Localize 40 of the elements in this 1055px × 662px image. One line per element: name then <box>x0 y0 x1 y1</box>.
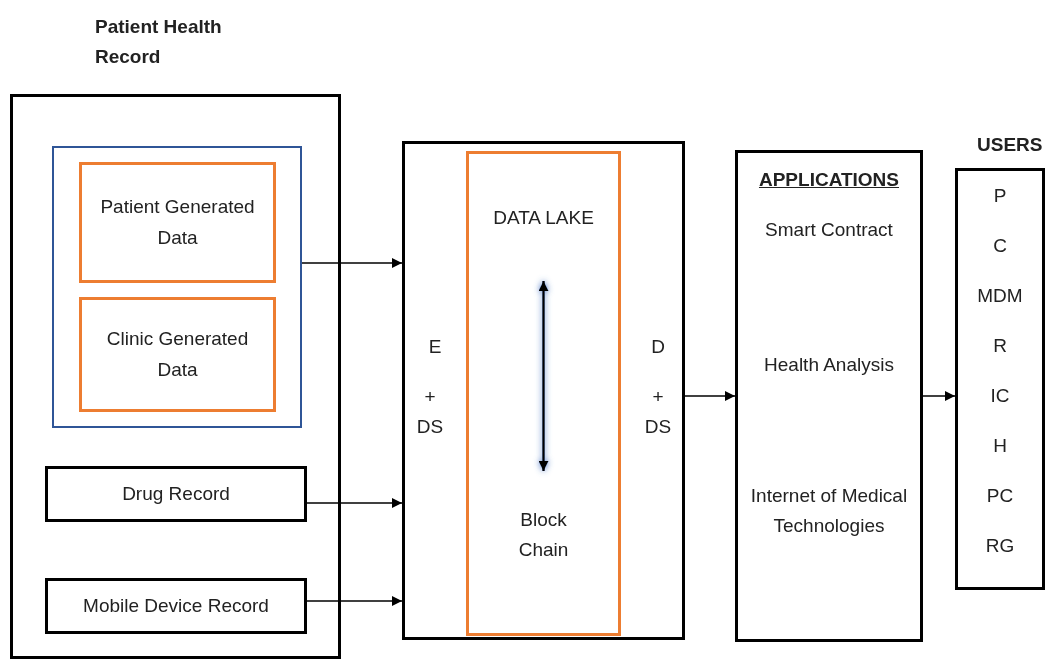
heading: APPLICATIONS <box>757 168 900 192</box>
box-label: Drug Record <box>121 481 231 506</box>
box-label: Clinic Generated Data <box>105 327 250 382</box>
arrow <box>306 498 403 508</box>
label-text: Health Analysis <box>763 353 895 377</box>
arrow <box>301 258 403 268</box>
label-text: + <box>423 385 437 409</box>
data-box <box>79 162 276 283</box>
heading: Patient Health Record <box>95 15 223 70</box>
label-text: Smart Contract <box>764 218 894 242</box>
user-label: MDM <box>976 284 1024 308</box>
user-label: RG <box>984 534 1016 558</box>
user-label: PC <box>985 484 1015 508</box>
user-label: C <box>992 234 1008 258</box>
heading: USERS <box>977 133 1044 157</box>
data-box <box>79 297 276 412</box>
record-box <box>45 466 307 522</box>
process-box <box>402 141 685 640</box>
arrow <box>684 391 736 401</box>
text-label: Block Chain <box>517 507 570 562</box>
user-label: IC <box>989 384 1011 408</box>
label-text: + <box>651 385 665 409</box>
arrow <box>922 391 956 401</box>
label-text: E <box>427 335 443 359</box>
box-label: Mobile Device Record <box>82 593 270 618</box>
box-label: Patient Generated Data <box>99 195 256 250</box>
group-box <box>52 146 302 428</box>
label-text: DS <box>415 415 445 439</box>
label-text: Internet of Medical Technologies <box>749 484 909 539</box>
storage-box <box>466 151 621 636</box>
text-label: DATA LAKE <box>492 205 595 230</box>
label-text: DS <box>643 415 673 439</box>
user-label: R <box>992 334 1008 358</box>
record-box <box>45 578 307 634</box>
arrow <box>306 596 403 606</box>
label-text: D <box>650 335 666 359</box>
double-arrow <box>538 281 549 471</box>
user-label: P <box>992 184 1008 208</box>
applications-box <box>735 150 923 642</box>
user-label: H <box>992 434 1008 458</box>
